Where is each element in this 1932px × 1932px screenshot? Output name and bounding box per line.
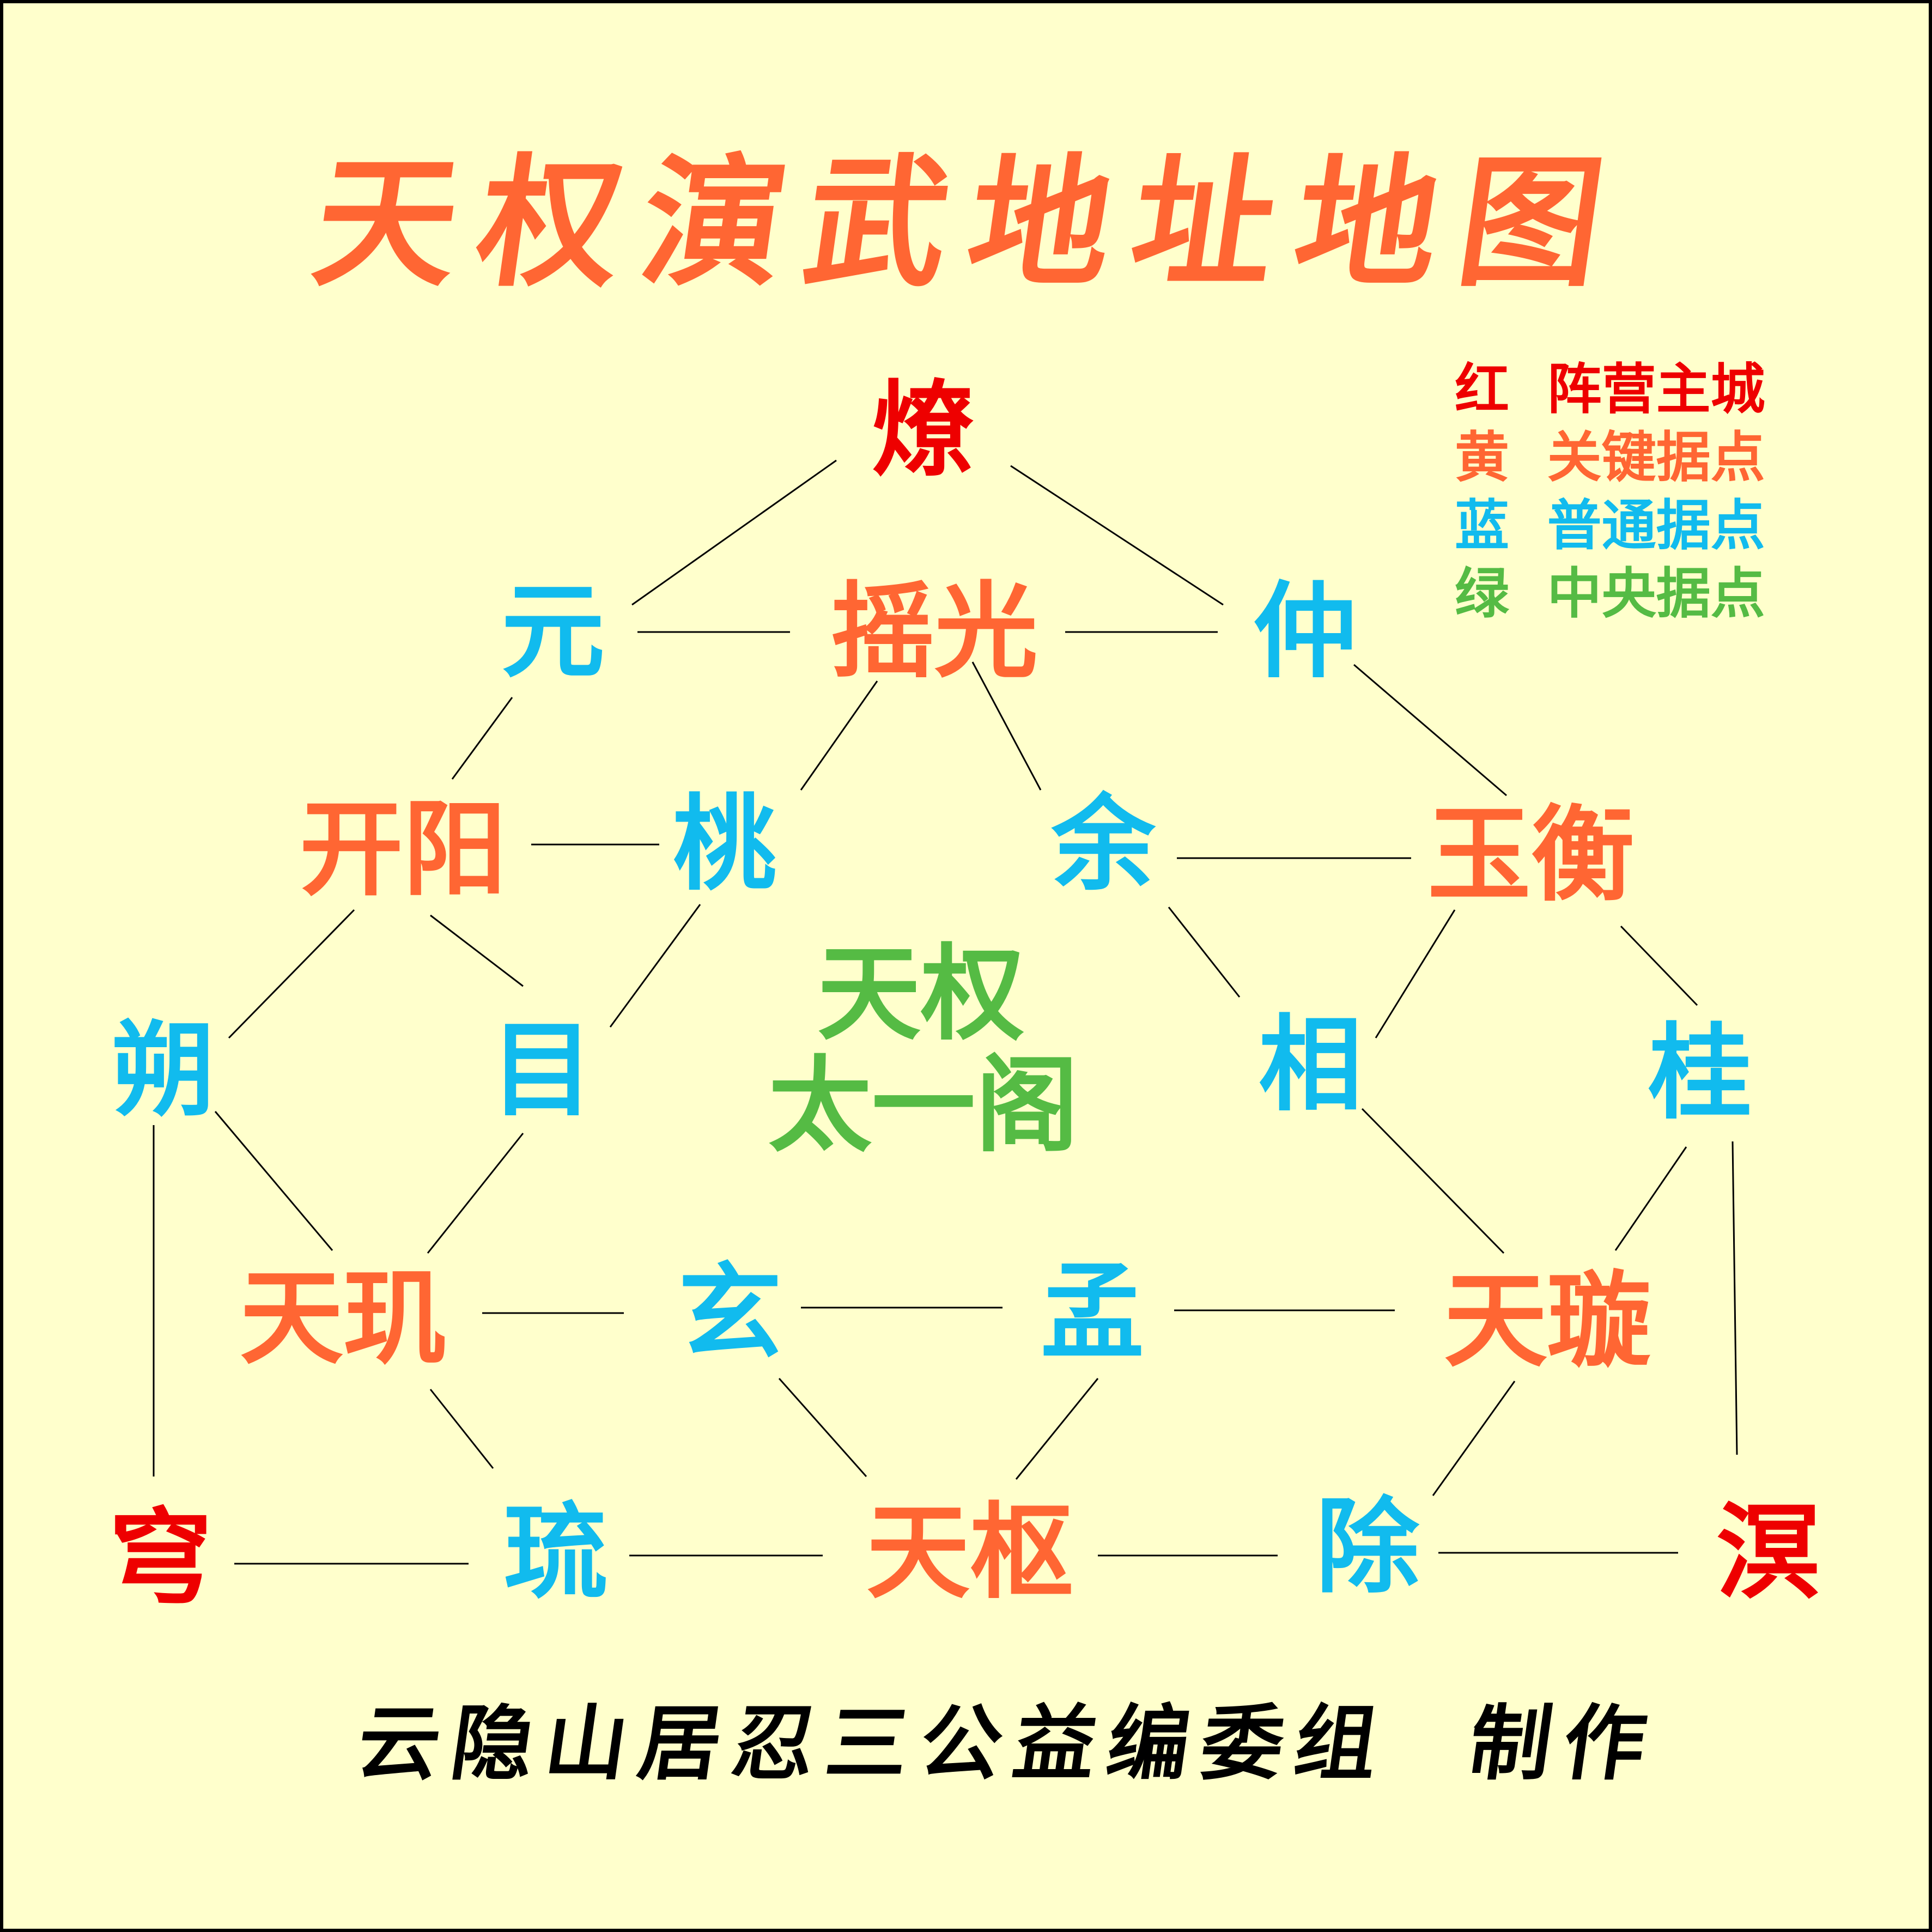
edge-gui-ming — [1731, 1141, 1738, 1455]
node-yaoguang: 摇光 — [831, 572, 1038, 692]
edge-tianxuan-chu — [1432, 1381, 1516, 1496]
edge-yaoguang-tao — [800, 681, 878, 791]
node-chu: 除 — [1316, 1487, 1420, 1607]
center-label-line1: 天权 — [817, 934, 1025, 1054]
edge-kaiyang-shuo — [228, 909, 355, 1039]
edge-gui-tianxuan — [1614, 1146, 1687, 1251]
center-label-line2: 太一阁 — [768, 1046, 1079, 1166]
edge-tianji-liu — [429, 1389, 494, 1469]
node-tianji: 天玑 — [240, 1258, 447, 1378]
node-liao: 燎 — [872, 370, 976, 490]
node-yuheng: 玉衡 — [1427, 795, 1635, 915]
edge-yaoguang-yu — [971, 661, 1042, 791]
node-ming: 溟 — [1716, 1492, 1820, 1613]
node-zhong: 仲 — [1253, 572, 1357, 692]
node-shuo: 朔 — [112, 1010, 216, 1131]
node-qiong: 穹 — [109, 1498, 213, 1618]
node-tianxuan: 天璇 — [1444, 1261, 1651, 1381]
edge-xiang-tianxuan — [1361, 1108, 1505, 1254]
legend-key: 蓝 — [1455, 494, 1509, 557]
edge-yuheng-xiang — [1375, 909, 1456, 1038]
legend-label: 阵营主城 — [1547, 357, 1765, 421]
node-xiang: 相 — [1259, 1005, 1363, 1125]
legend-key: 黄 — [1455, 426, 1509, 489]
legend-item-blue: 蓝 普通据点 — [1455, 493, 1765, 558]
edge-yuan-kaiyang — [451, 697, 513, 780]
legend-label: 关键据点 — [1547, 426, 1765, 489]
edge-zhong-yuheng — [1353, 664, 1507, 797]
edge-tao-mu — [609, 904, 701, 1028]
node-xuan: 玄 — [678, 1253, 782, 1373]
edge-meng-tianshu — [1015, 1378, 1099, 1480]
legend-item-green: 绿 中央据点 — [1455, 561, 1765, 627]
legend-label: 普通据点 — [1547, 494, 1765, 557]
node-tianshu: 天枢 — [866, 1492, 1074, 1613]
edge-xuan-tianshu — [778, 1378, 867, 1477]
edge-yuheng-gui — [1620, 925, 1698, 1006]
node-mu: 目 — [490, 1010, 594, 1131]
node-gui: 桂 — [1648, 1013, 1752, 1133]
legend-item-yellow: 黄 关键据点 — [1455, 425, 1765, 490]
legend-label: 中央据点 — [1547, 562, 1765, 625]
node-tao: 桃 — [673, 784, 777, 904]
legend-key: 红 — [1455, 357, 1509, 421]
node-liu: 琉 — [504, 1492, 608, 1613]
node-meng: 孟 — [1041, 1253, 1145, 1373]
edge-kaiyang-mu — [430, 914, 524, 987]
edge-yu-xiang — [1168, 907, 1241, 998]
edge-mu-tianji — [427, 1133, 524, 1254]
edge-liao-yuan — [631, 459, 837, 606]
legend-key: 绿 — [1455, 562, 1509, 625]
footer-credit: 云隐山居忍三公益编委组 制作 — [351, 1696, 1664, 1791]
map-title: 天权演武地址地图 — [304, 140, 1636, 306]
legend-item-red: 红 阵营主城 — [1455, 357, 1765, 422]
node-yu: 余 — [1052, 784, 1156, 904]
edge-liao-zhong — [1010, 465, 1224, 606]
node-yuan: 元 — [501, 572, 605, 692]
edge-shuo-tianji — [214, 1111, 333, 1251]
node-kaiyang: 开阳 — [300, 789, 507, 910]
